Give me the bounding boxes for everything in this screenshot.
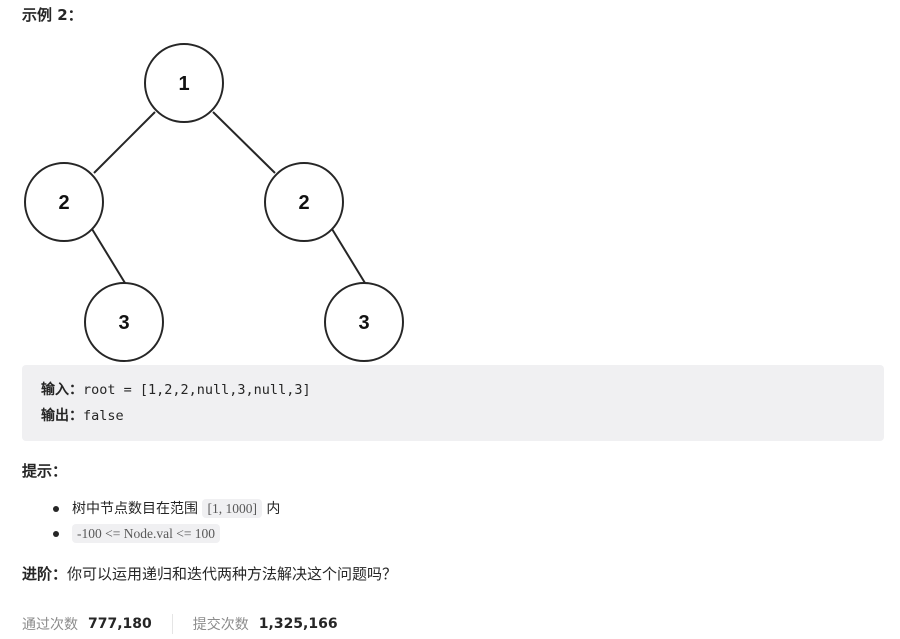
binary-tree-diagram: 1 2 2 3 3	[22, 40, 408, 366]
example-title: 示例 2：	[22, 6, 83, 24]
tree-edge	[331, 228, 366, 284]
bullet-icon	[53, 531, 59, 537]
node-label: 2	[58, 192, 69, 214]
hint-code: -100 <= Node.val <= 100	[72, 524, 221, 543]
output-value: false	[83, 408, 124, 424]
tree-svg: 1 2 2 3 3	[24, 43, 404, 362]
tree-edge	[91, 228, 126, 284]
tree-node-3-left	[84, 282, 164, 362]
submitted-label: 提交次数	[192, 617, 249, 633]
bullet-icon	[53, 506, 59, 512]
tree-edge	[212, 111, 276, 174]
node-label: 2	[298, 192, 309, 214]
example-io-block: 输入：root = [1,2,2,null,3,null,3] 输出：false	[22, 365, 884, 441]
input-line: 输入：root = [1,2,2,null,3,null,3]	[41, 377, 865, 403]
hint-item: -100 <= Node.val <= 100	[50, 521, 280, 546]
node-label: 3	[118, 312, 129, 334]
advanced-text: 你可以运用递归和迭代两种方法解决这个问题吗？	[67, 565, 398, 583]
input-label: 输入：	[41, 382, 83, 398]
node-label: 1	[178, 73, 189, 95]
tree-node-3-right	[324, 282, 404, 362]
hint-code: [1, 1000]	[202, 499, 262, 518]
hint-text: 树中节点数目在范围	[72, 501, 203, 517]
hint-text: 内	[261, 501, 281, 517]
output-label: 输出：	[41, 408, 83, 424]
tree-node-1	[144, 43, 224, 123]
hint-item: 树中节点数目在范围 [1, 1000] 内	[50, 496, 280, 521]
accepted-label: 通过次数	[22, 617, 78, 633]
hints-list: 树中节点数目在范围 [1, 1000] 内 -100 <= Node.val <…	[50, 496, 280, 546]
node-label: 3	[358, 312, 369, 334]
submitted-value: 1,325,166	[258, 616, 338, 632]
stats-divider	[171, 614, 173, 634]
advanced-note: 进阶：你可以运用递归和迭代两种方法解决这个问题吗？	[22, 563, 397, 584]
advanced-label: 进阶：	[22, 565, 68, 583]
accepted-value: 777,180	[88, 616, 152, 632]
hints-title: 提示：	[22, 462, 68, 480]
tree-node-2-left	[24, 162, 104, 242]
submission-stats: 通过次数 777,180 提交次数 1,325,166	[22, 614, 338, 634]
input-value: root = [1,2,2,null,3,null,3]	[83, 382, 311, 398]
tree-node-2-right	[264, 162, 344, 242]
output-line: 输出：false	[41, 403, 865, 429]
tree-edge	[93, 111, 156, 174]
